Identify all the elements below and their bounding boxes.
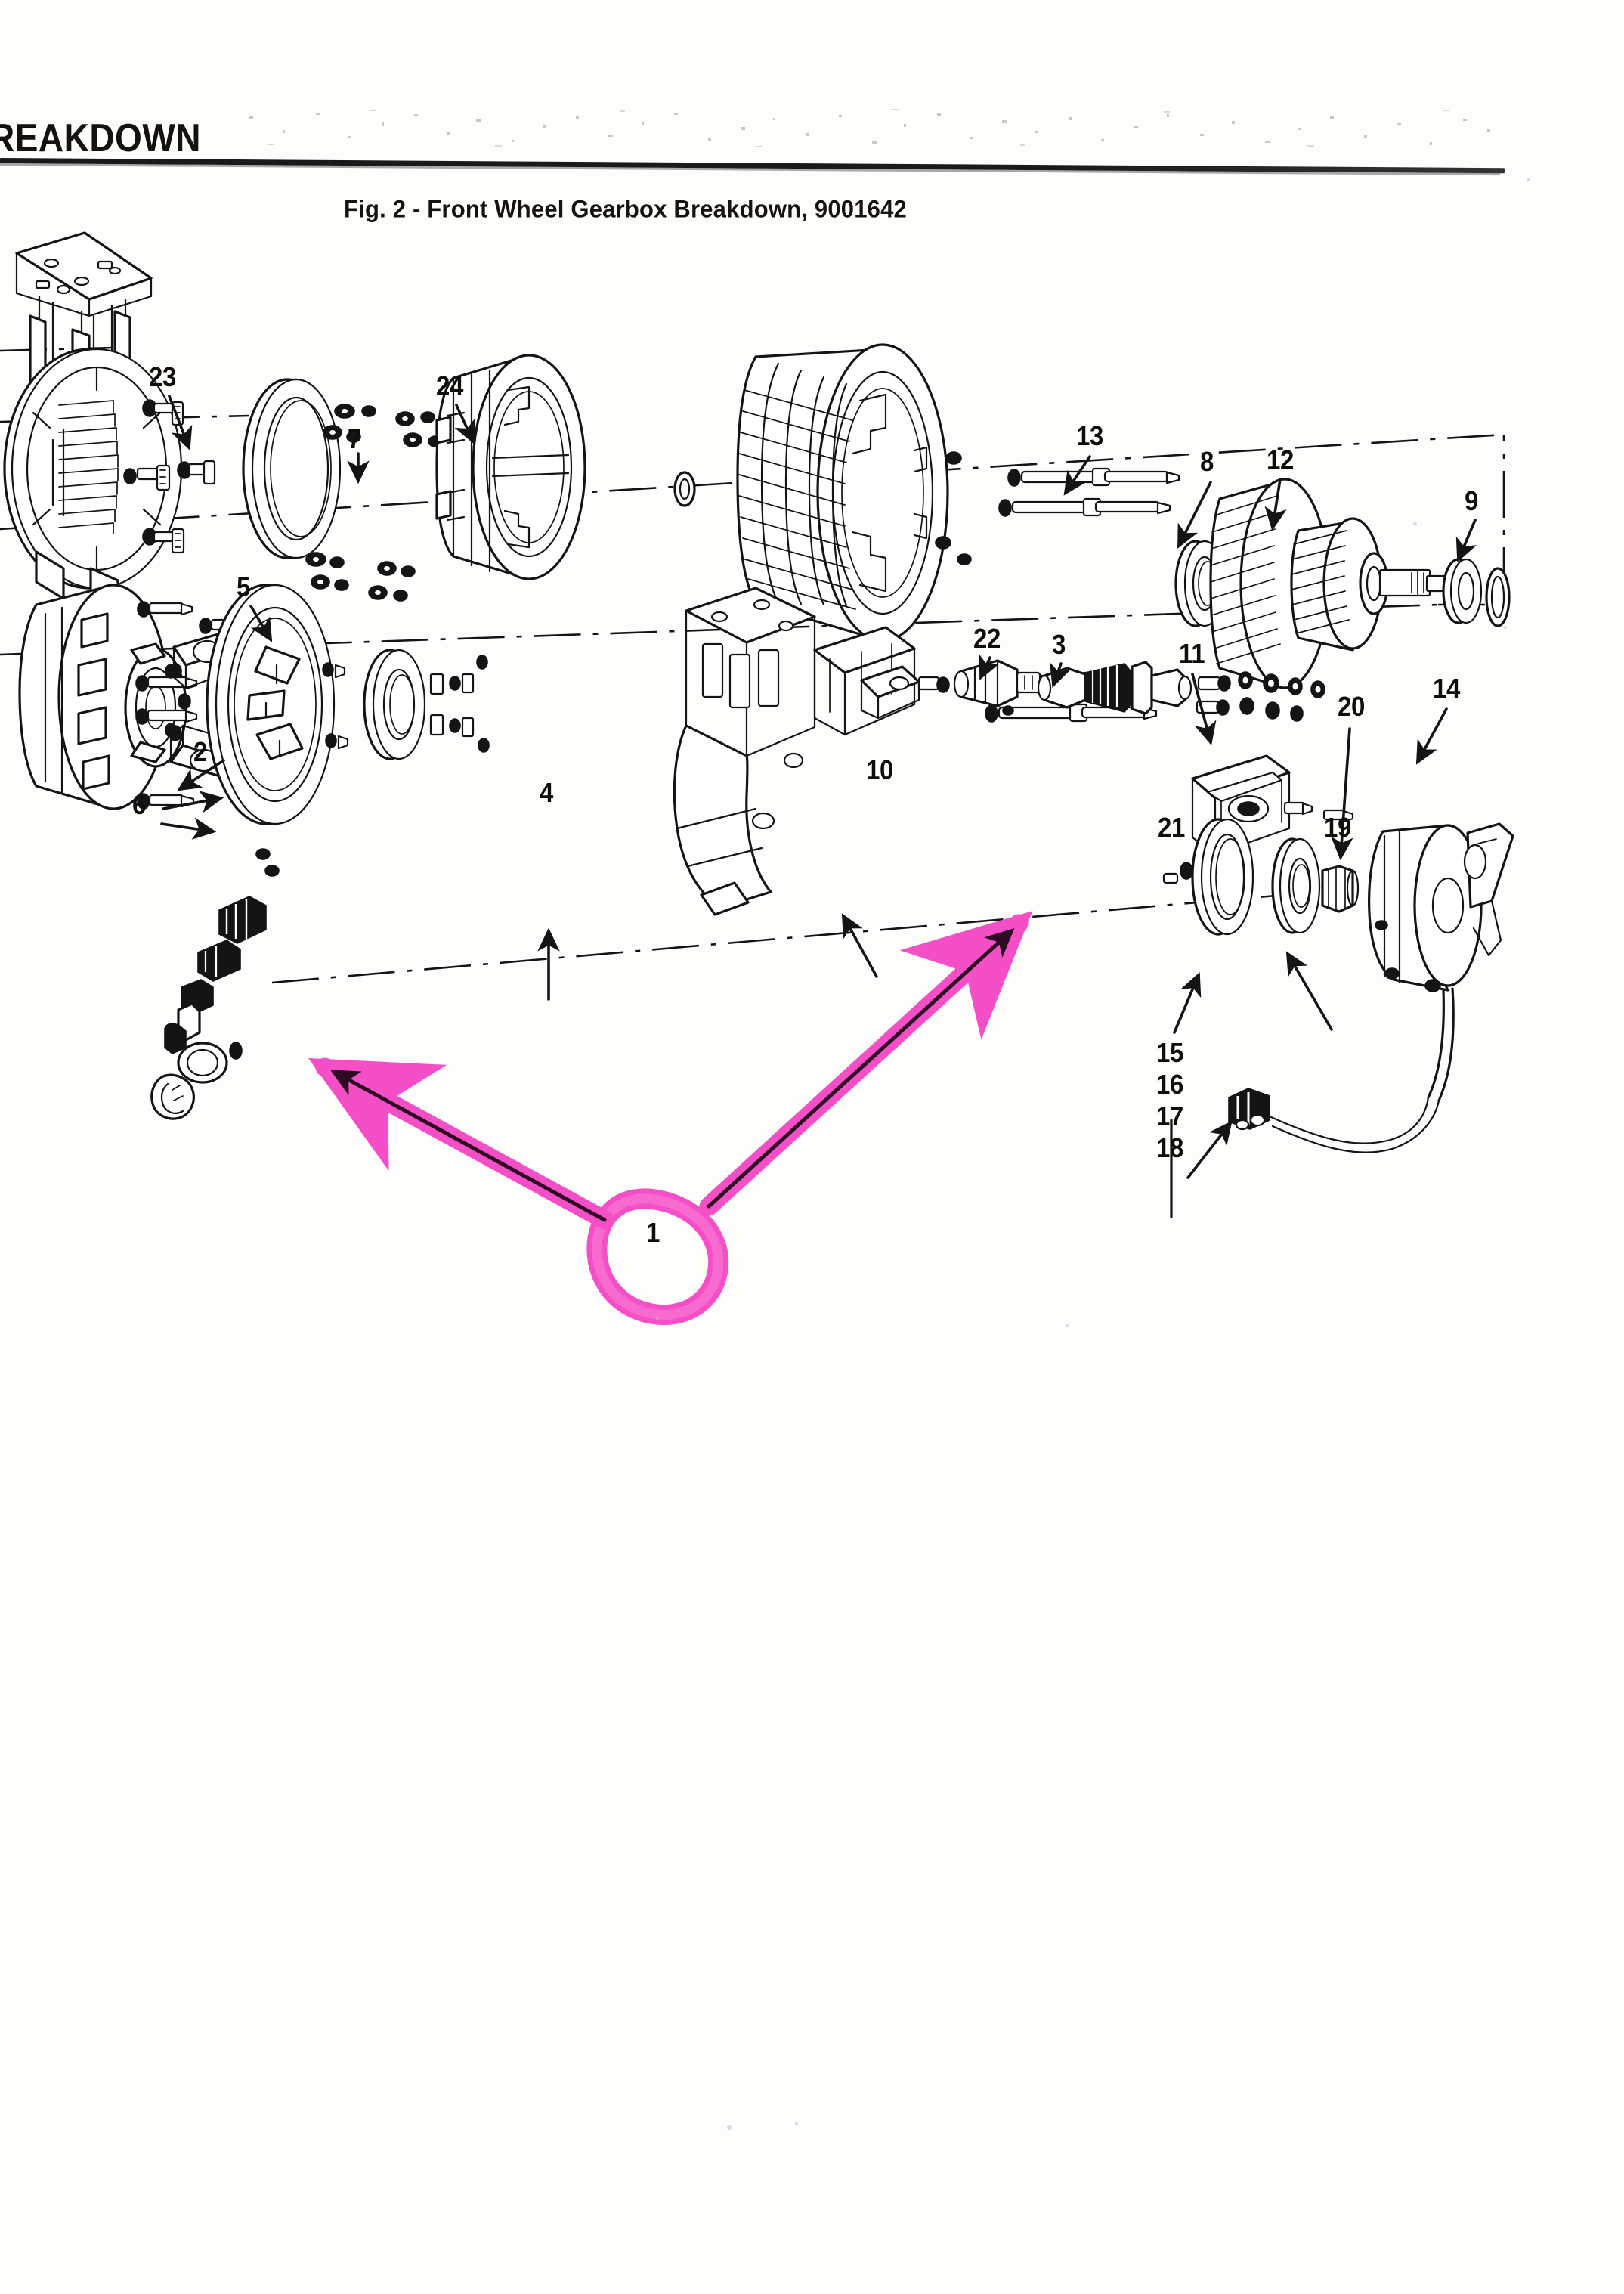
part-15-18-connector-harness	[1170, 1088, 1440, 1218]
scan-noise-band	[227, 106, 1511, 153]
part-6-bushings	[150, 1042, 243, 1120]
callout-13: 13	[1076, 419, 1104, 451]
callout-16: 16	[1156, 1068, 1184, 1100]
hardware-washers-right-of-tire	[935, 451, 972, 565]
callout-7: 7	[348, 423, 362, 454]
part-10-gearbox-housing	[673, 587, 950, 916]
callout-2: 2	[193, 735, 208, 767]
part-5-gearbox-cover-plate	[169, 584, 349, 825]
part-9-seal-and-ring	[1442, 558, 1511, 627]
figure-title: Fig. 2 - Front Wheel Gearbox Breakdown, …	[344, 195, 907, 224]
callout-18: 18	[1156, 1132, 1184, 1163]
callout-23: 23	[149, 361, 177, 392]
callout-24: 24	[436, 370, 464, 401]
callout-3: 3	[1052, 628, 1066, 660]
hardware-washer-cluster-upper	[305, 404, 443, 602]
part-24-drive-tire	[736, 343, 949, 642]
callout-10: 10	[866, 754, 894, 785]
callout-9: 9	[1465, 484, 1479, 516]
callout-1-highlighted: 1	[646, 1216, 660, 1248]
callout-21: 21	[1158, 811, 1186, 843]
hardware-clips-between	[429, 655, 490, 753]
callout-22: 22	[973, 622, 1001, 654]
leader-lines	[160, 395, 1477, 1179]
callout-8: 8	[1200, 445, 1214, 477]
callout-5: 5	[237, 571, 251, 602]
part-23-seal-ring	[242, 378, 342, 559]
callout-20: 20	[1338, 690, 1366, 722]
part-14-brake-assembly	[1368, 822, 1514, 1102]
part-20-hub-spacer	[1321, 865, 1360, 913]
callout-15: 15	[1156, 1036, 1184, 1068]
part-4-bearing	[363, 649, 426, 760]
part-3-drive-shaft-coupling	[1037, 661, 1192, 715]
part-12-gear-cluster	[1209, 478, 1448, 689]
part-7-o-ring	[673, 471, 696, 507]
callout-11: 11	[1179, 637, 1205, 669]
callout-6: 6	[132, 788, 147, 820]
part-gearbox-end-housing-upper	[435, 354, 586, 580]
part-19-brake-disc	[1271, 837, 1321, 934]
part-motor-stator-assembly	[3, 231, 183, 611]
part-13-bolts-upper	[998, 467, 1180, 517]
callout-19: 19	[1324, 811, 1352, 843]
exploded-assembly-drawing: .l{fill:none;stroke:#141414;stroke-width…	[0, 227, 1624, 1466]
page-running-head: REAKDOWN	[0, 116, 201, 160]
callout-14: 14	[1433, 672, 1461, 704]
part-wheel-hub-drum	[18, 584, 191, 810]
callout-17: 17	[1156, 1100, 1184, 1132]
callout-4: 4	[540, 776, 554, 808]
part-21-seal-ring	[1162, 818, 1254, 936]
callout-12: 12	[1267, 444, 1295, 475]
hardware-cluster-after-coupling	[1196, 671, 1325, 722]
part-2-shaft-assembly	[164, 848, 280, 1054]
